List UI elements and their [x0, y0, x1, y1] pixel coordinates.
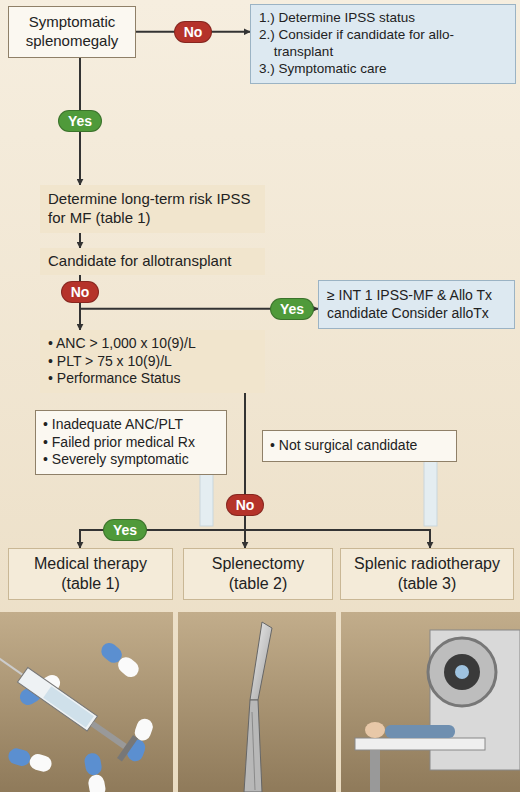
branch-label: No — [174, 21, 213, 43]
flow-arrow — [79, 233, 81, 249]
branch-label: No — [226, 494, 265, 516]
node-text: 3.) Symptomatic care — [259, 61, 507, 78]
condition-box: • Inadequate ANC/PLT• Failed prior medic… — [35, 410, 227, 475]
pills-illustration — [0, 640, 155, 792]
node-text: Candidate for allotransplant — [48, 252, 257, 271]
node-text: 2.) Consider if candidate for allo-trans… — [259, 27, 507, 61]
picture-panel — [0, 612, 173, 792]
node-text: • ANC > 1,000 x 10(9)/L — [48, 335, 257, 353]
branch-label: No — [61, 281, 100, 303]
scalpel-illustration — [244, 622, 272, 792]
node-text: Splenic radiotherapy (table 3) — [347, 554, 507, 594]
node-text: • Inadequate ANC/PLT — [43, 416, 219, 434]
branch-label: Yes — [270, 298, 314, 320]
action-box: 1.) Determine IPSS status2.) Consider if… — [250, 4, 516, 84]
node-text: 1.) Determine IPSS status — [259, 10, 507, 27]
criteria-box: • ANC > 1,000 x 10(9)/L• PLT > 75 x 10(9… — [40, 330, 265, 393]
therapy-box: Splenic radiotherapy (table 3) — [340, 548, 514, 600]
node-text: Medical therapy (table 1) — [15, 554, 166, 594]
therapy-box: Medical therapy (table 1) — [8, 548, 173, 600]
therapy-box: Splenectomy (table 2) — [183, 548, 333, 600]
node-text: • Not surgical candidate — [270, 437, 449, 455]
node-text: • PLT > 75 x 10(9)/L — [48, 353, 257, 371]
node-text: Symptomatic splenomegaly — [15, 13, 129, 51]
node-text: • Severely symptomatic — [43, 451, 219, 469]
branch-label: Yes — [103, 519, 147, 541]
radiotherapy-illustration — [355, 630, 520, 792]
node-text: • Failed prior medical Rx — [43, 434, 219, 452]
picture-panel — [341, 612, 520, 792]
node-text: • Performance Status — [48, 370, 257, 388]
node-text: Splenectomy (table 2) — [190, 554, 326, 594]
picture-panel — [178, 612, 336, 792]
node-text: ≥ INT 1 IPSS-MF & Allo Tx candidate Cons… — [327, 287, 506, 322]
action-box: ≥ INT 1 IPSS-MF & Allo Tx candidate Cons… — [318, 280, 515, 329]
branch-label: Yes — [58, 110, 102, 132]
condition-box: • Not surgical candidate — [262, 430, 457, 462]
start-box: Symptomatic splenomegaly — [8, 6, 136, 58]
process-box: Determine long-term risk IPSS for MF (ta… — [40, 185, 265, 233]
decision-box: Candidate for allotransplant — [40, 248, 265, 275]
node-text: Determine long-term risk IPSS for MF (ta… — [48, 190, 257, 228]
flow-arrow — [245, 393, 430, 549]
